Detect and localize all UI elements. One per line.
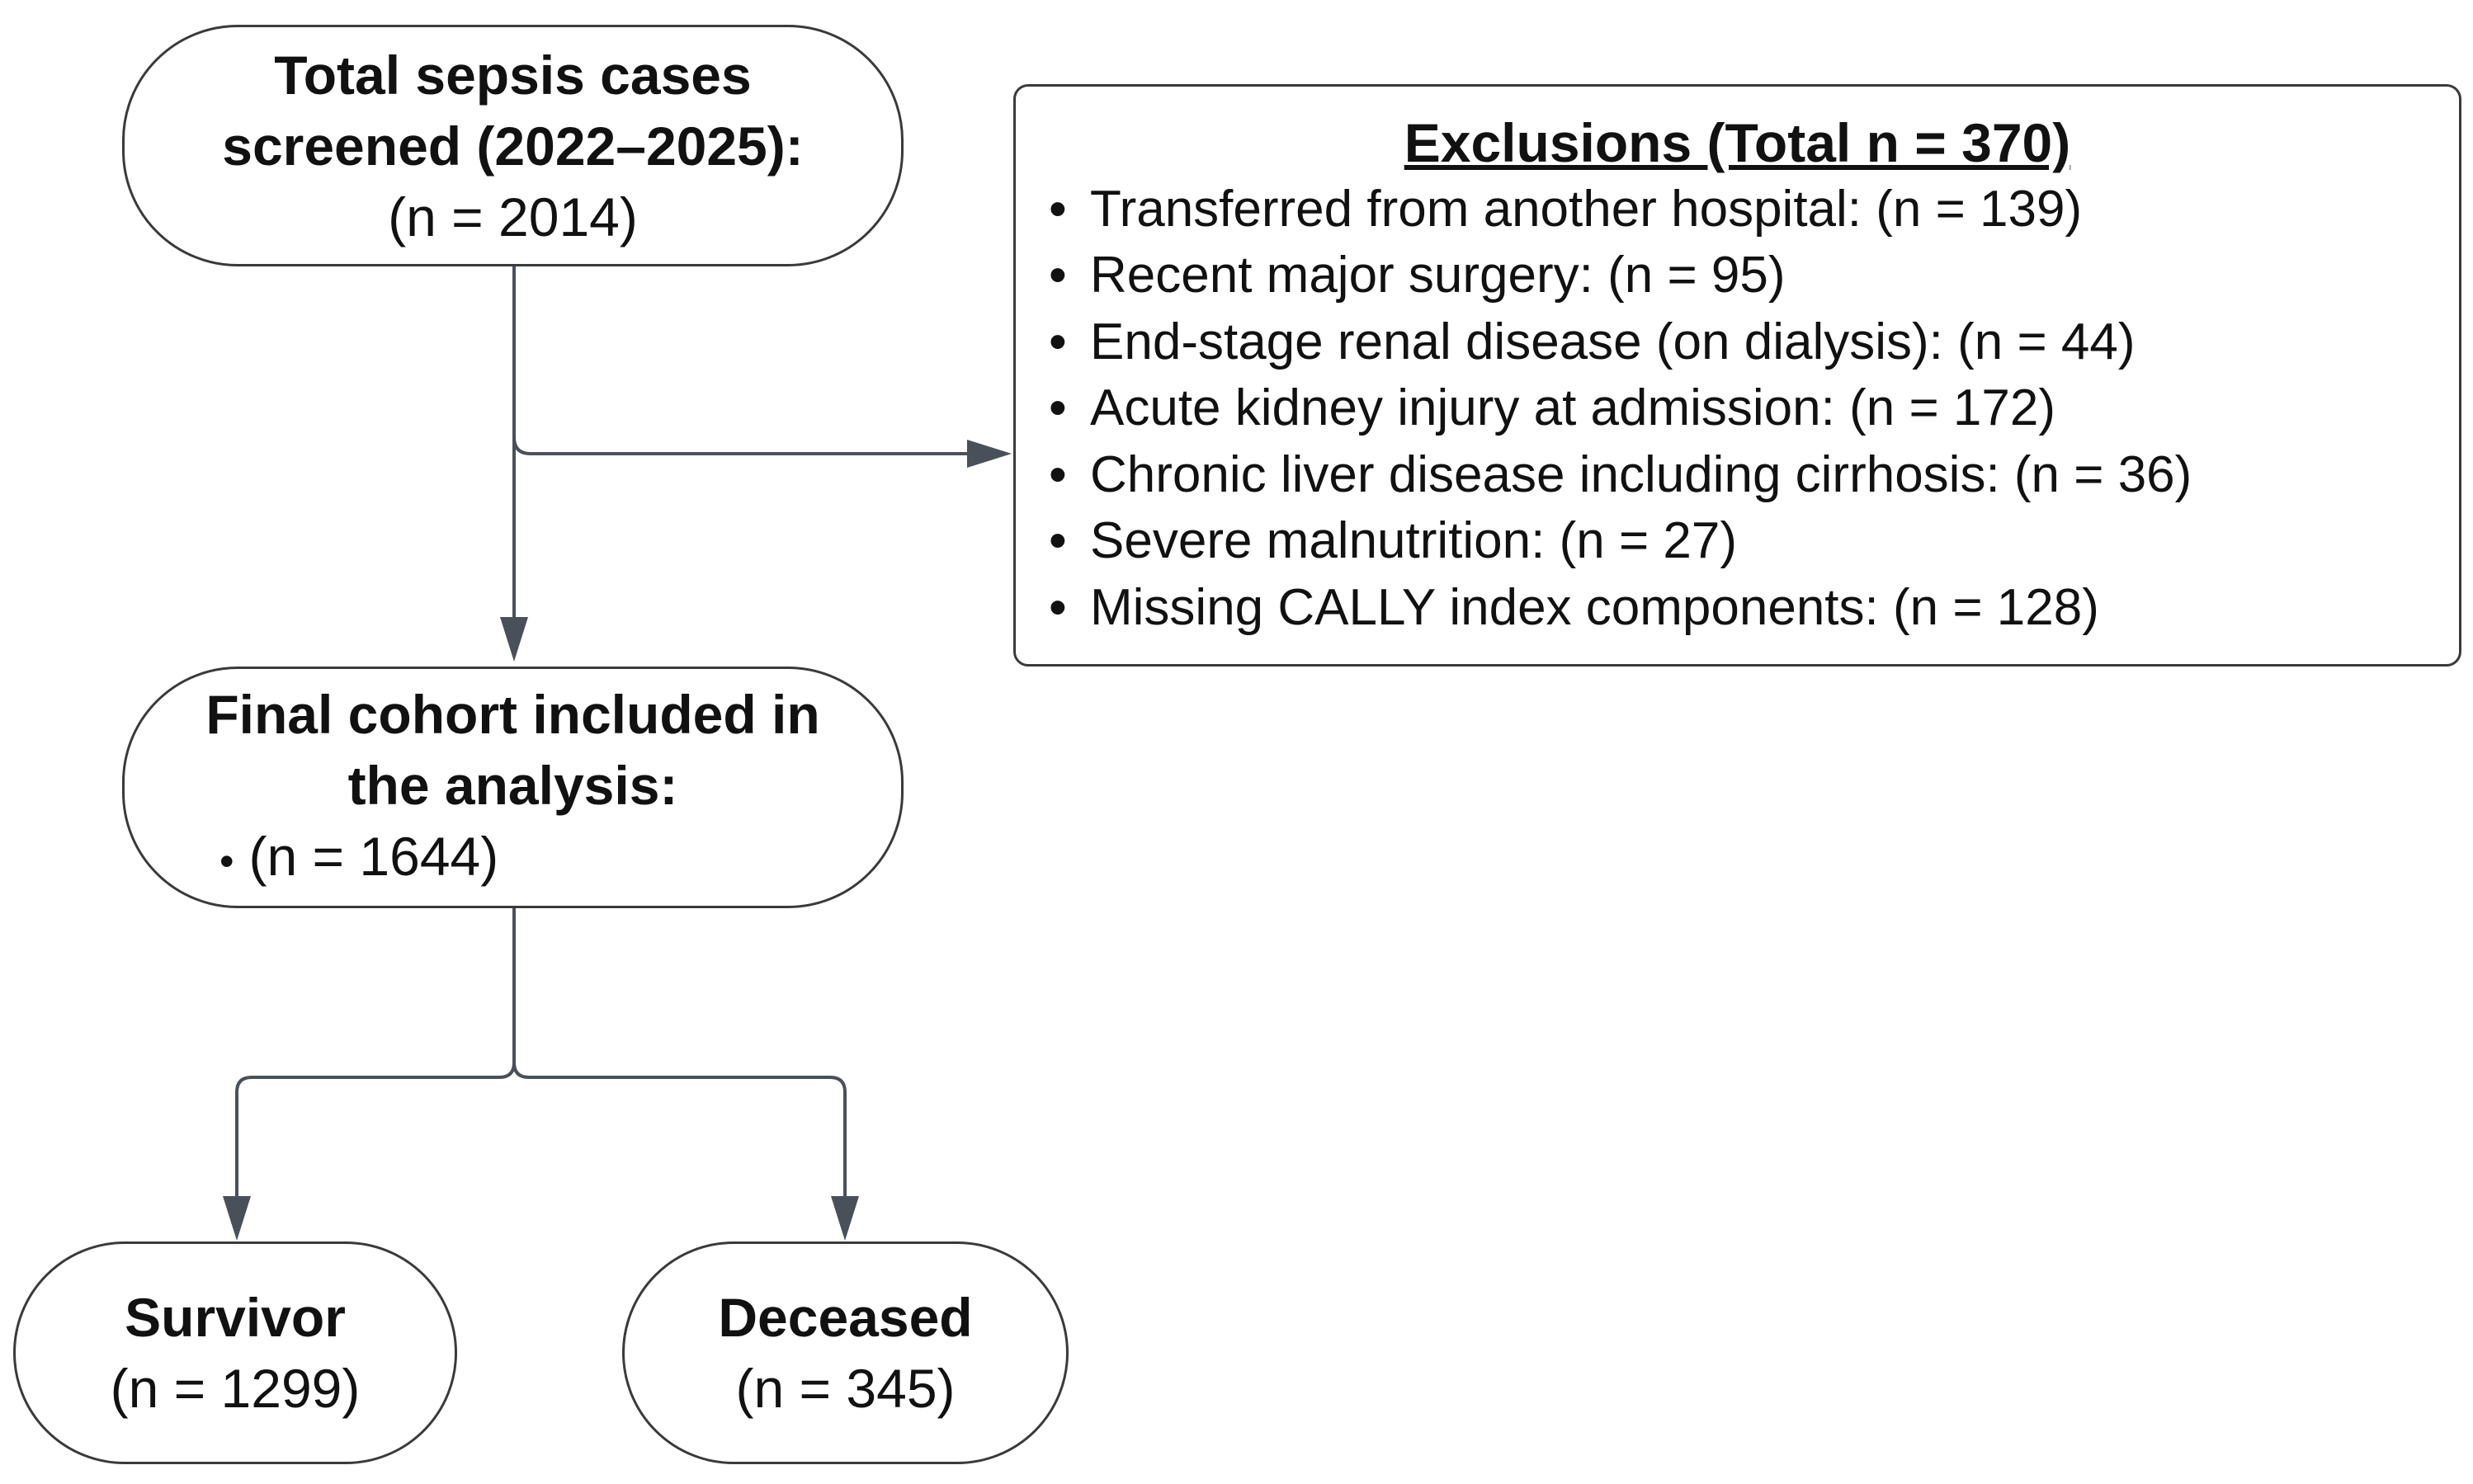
bullet: • <box>1049 578 1067 636</box>
deceased-title: Deceased <box>718 1287 973 1348</box>
exclusion-text: Recent major surgery: (n = 95) <box>1090 247 1786 304</box>
bullet: • <box>1049 512 1067 569</box>
arrow-final-to-outcomes <box>235 907 847 1213</box>
arrowhead-survivor <box>223 1196 251 1241</box>
bullet: • <box>1049 313 1067 370</box>
arrowhead-final <box>500 617 528 662</box>
survivor-node: Survivor (n = 1299) <box>13 1241 457 1464</box>
exclusion-item: • Missing CALLY index components: (n = 12… <box>1049 575 2426 642</box>
exclusion-text: Chronic liver disease including cirrhosi… <box>1090 445 2192 503</box>
arrowhead-deceased <box>831 1196 859 1241</box>
survivor-title: Survivor <box>125 1287 346 1348</box>
final-cohort-count-row: • (n = 1644) <box>219 821 498 897</box>
exclusion-text: Acute kidney injury at admission: (n = 1… <box>1090 379 2055 436</box>
screened-count: (n = 2014) <box>388 186 638 247</box>
exclusions-title: Exclusions (Total n = 370) <box>1404 112 2071 173</box>
exclusion-item: • End-stage renal disease (on dialysis): … <box>1049 309 2426 376</box>
exclusion-item: • Acute kidney injury at admission: (n = … <box>1049 375 2426 442</box>
exclusion-item: • Transferred from another hospital: (n =… <box>1049 177 2426 243</box>
bullet: • <box>1049 247 1067 304</box>
bullet: • <box>1049 379 1067 436</box>
final-cohort-count: (n = 1644) <box>248 825 499 887</box>
final-cohort-title-line1: Final cohort included in <box>205 683 820 745</box>
exclusion-item: • Recent major surgery: (n = 95) <box>1049 243 2426 309</box>
screened-title-line1: Total sepsis cases <box>274 44 752 106</box>
deceased-node: Deceased (n = 345) <box>622 1241 1069 1464</box>
exclusion-text: End-stage renal disease (on dialysis): (… <box>1090 313 2136 370</box>
arrowhead-exclusions <box>967 440 1012 468</box>
screened-node: Total sepsis cases screened (2022–2025):… <box>122 25 904 266</box>
exclusion-item: • Severe malnutrition: (n = 27) <box>1049 508 2426 575</box>
exclusion-text: Transferred from another hospital: (n = … <box>1090 180 2083 238</box>
exclusions-list: • Transferred from another hospital: (n =… <box>1049 177 2426 642</box>
bullet: • <box>1049 180 1067 238</box>
exclusion-text: Severe malnutrition: (n = 27) <box>1090 512 1737 569</box>
arrow-to-exclusions <box>512 436 974 455</box>
bullet: • <box>219 837 234 884</box>
bullet: • <box>1049 445 1067 503</box>
exclusion-item: • Chronic liver disease including cirrhos… <box>1049 442 2426 509</box>
final-cohort-node: Final cohort included in the analysis: •… <box>122 667 904 908</box>
survivor-count: (n = 1299) <box>110 1358 361 1419</box>
final-cohort-title-line2: the analysis: <box>347 754 678 816</box>
exclusions-box: Exclusions (Total n = 370) • Transferred … <box>1013 84 2461 667</box>
exclusion-text: Missing CALLY index components: (n = 128… <box>1090 578 2099 636</box>
deceased-count: (n = 345) <box>735 1358 956 1419</box>
screened-title-line2: screened (2022–2025): <box>222 115 804 177</box>
